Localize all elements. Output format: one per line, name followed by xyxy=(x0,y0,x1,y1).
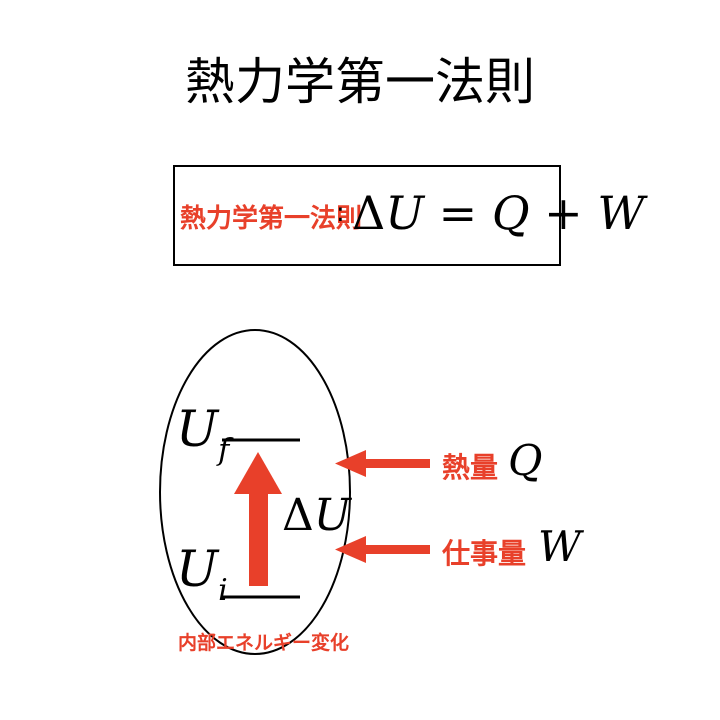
system-ellipse xyxy=(159,329,351,655)
work-symbol: W xyxy=(538,522,582,571)
formula-plus: + xyxy=(529,186,598,240)
formula-label: 熱力学第一法則 xyxy=(180,204,363,234)
formula-w: W xyxy=(597,186,645,240)
ui-sub: i xyxy=(218,573,228,608)
ui-label: Ui xyxy=(176,540,228,608)
formula-box xyxy=(173,165,561,266)
delta-u-u: U xyxy=(313,490,351,541)
heat-symbol: Q xyxy=(508,436,543,485)
work-arrow xyxy=(335,536,430,563)
formula-equals: = xyxy=(424,186,492,240)
formula-q: Q xyxy=(491,186,530,240)
uf-sub: f xyxy=(218,433,230,468)
formula-u: U xyxy=(385,186,425,240)
formula-equation: ΔU = Q + W xyxy=(352,186,645,240)
work-label: 仕事量 xyxy=(442,537,527,570)
formula-colon: : xyxy=(336,198,345,228)
uf-main: U xyxy=(176,400,219,458)
formula-delta: Δ xyxy=(352,186,386,240)
heat-label: 熱量 xyxy=(442,451,499,484)
page-title: 熱力学第一法則 xyxy=(185,53,535,111)
ui-main: U xyxy=(176,540,219,598)
delta-u-delta: Δ xyxy=(282,490,314,541)
internal-energy-caption: 内部エネルギー変化 xyxy=(178,632,350,654)
uf-label: Uf xyxy=(176,400,229,468)
delta-u-label: ΔU xyxy=(282,490,351,541)
heat-arrow xyxy=(335,450,430,477)
energy-up-arrow xyxy=(234,452,282,586)
